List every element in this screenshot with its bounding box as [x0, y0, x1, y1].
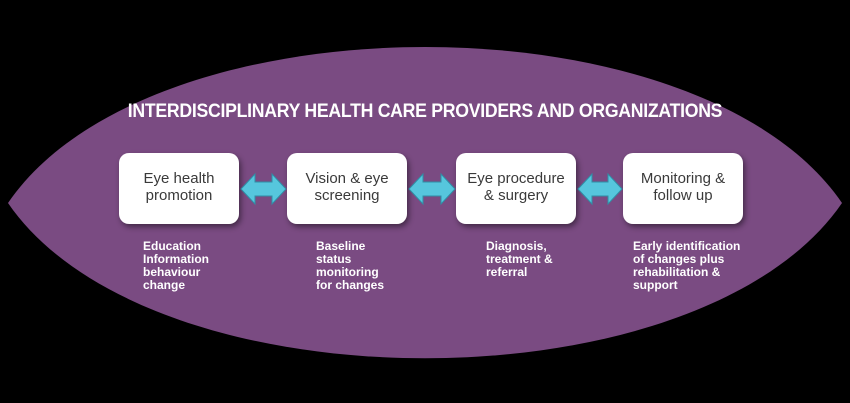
stage-description-monitoring: Early identification of changes plus reh…	[633, 239, 741, 292]
double-arrow-icon	[577, 172, 623, 206]
stage-box-monitoring-follow-up: Monitoring & follow up	[623, 153, 743, 224]
double-arrow-icon	[240, 172, 287, 206]
stage-box-vision-screening: Vision & eye screening	[287, 153, 407, 224]
stage-description-promotion: Education Information behaviour change	[143, 239, 209, 292]
stage-box-eye-procedure-surgery: Eye procedure & surgery	[456, 153, 576, 224]
stage-label: Vision & eye screening	[305, 169, 389, 204]
stage-label: Monitoring & follow up	[640, 169, 726, 204]
stage-description-screening: Baseline status monitoring for changes	[316, 239, 385, 292]
double-arrow-icon	[408, 172, 456, 206]
stage-label: Eye health promotion	[143, 169, 215, 204]
stage-box-eye-health-promotion: Eye health promotion	[119, 153, 239, 224]
stage-label: Eye procedure & surgery	[467, 169, 565, 204]
diagram-title: INTERDISCIPLINARY HEALTH CARE PROVIDERS …	[127, 101, 723, 122]
stage-description-procedure: Diagnosis, treatment & referral	[486, 239, 553, 279]
